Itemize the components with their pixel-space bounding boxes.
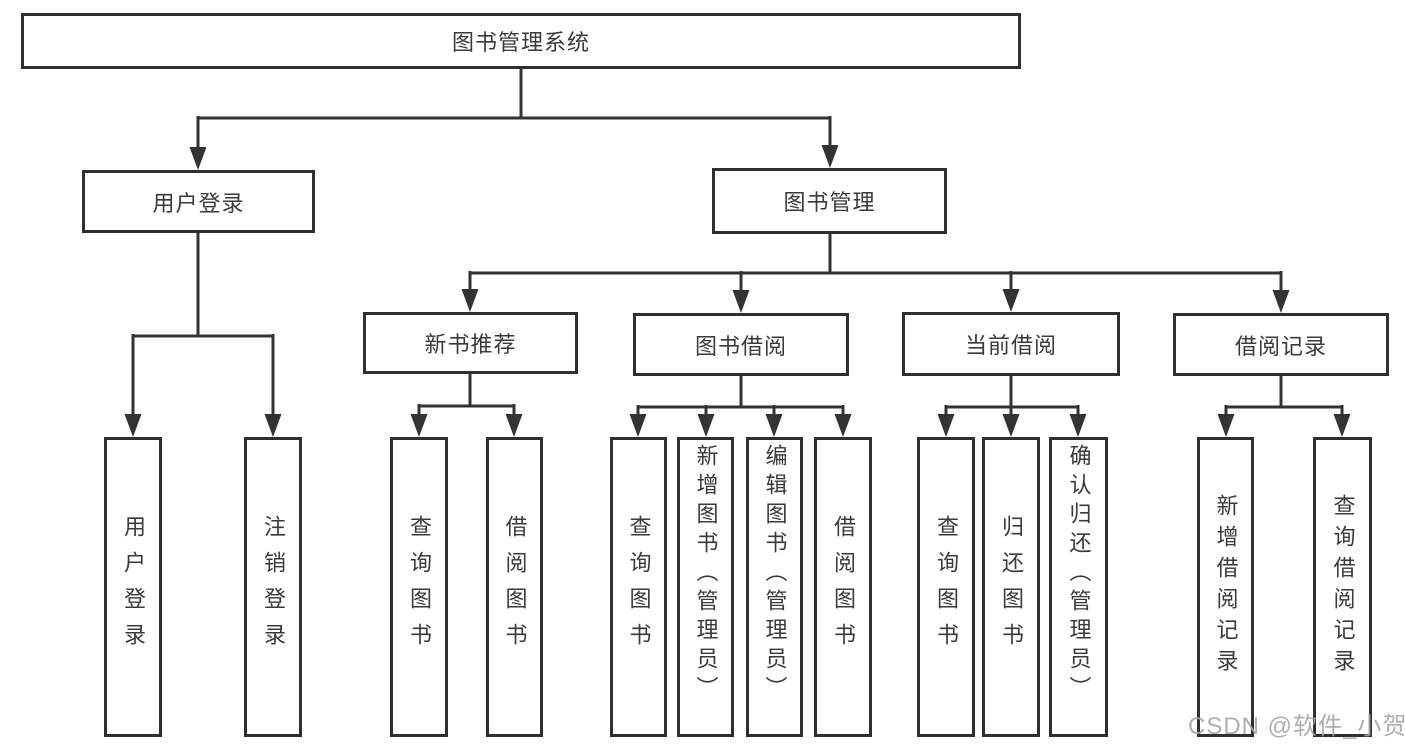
leaf-add-borrow-record: 新增借阅记录 — [1197, 437, 1254, 737]
node-borrowing-records: 借阅记录 — [1173, 313, 1389, 376]
leaf-query-borrow-record: 查询借阅记录 — [1313, 437, 1372, 737]
arrowhead-icons — [124, 145, 1351, 437]
node-new-book-recommend-label: 新书推荐 — [424, 332, 517, 357]
node-book-management-label: 图书管理 — [783, 190, 876, 215]
leaf-query-books-recommend: 查询图书 — [390, 437, 448, 737]
node-user-login-label: 用户登录 — [152, 190, 245, 216]
leaf-add-books-admin-label: 新增图书（管理员） — [693, 444, 719, 705]
leaf-edit-books-admin-label: 编辑图书（管理员） — [762, 444, 788, 705]
leaf-confirm-return-admin: 确认归还（管理员） — [1049, 437, 1108, 737]
leaf-query-books-borrow: 查询图书 — [610, 437, 667, 737]
csdn-watermark: CSDN @软件_小贺同学 — [1188, 713, 1405, 740]
leaf-borrow-books-recommend: 借阅图书 — [486, 437, 543, 737]
leaf-add-books-admin: 新增图书（管理员） — [677, 437, 734, 737]
leaf-add-borrow-record-label: 新增借阅记录 — [1213, 494, 1239, 680]
leaf-return-books: 归还图书 — [982, 437, 1040, 737]
leaf-query-books-recommend-label: 查询图书 — [407, 515, 432, 659]
leaf-query-borrow-record-label: 查询借阅记录 — [1330, 494, 1356, 680]
node-book-borrowing-label: 图书借阅 — [694, 333, 787, 359]
leaf-logout: 注销登录 — [244, 437, 302, 737]
leaf-query-books-current-label: 查询图书 — [934, 515, 959, 659]
node-book-borrowing: 图书借阅 — [633, 313, 849, 376]
node-current-borrowing-label: 当前借阅 — [964, 333, 1057, 358]
leaf-query-books-borrow-label: 查询图书 — [626, 515, 652, 659]
leaf-return-books-label: 归还图书 — [999, 515, 1024, 659]
leaf-borrow-books-label: 借阅图书 — [831, 515, 856, 659]
leaf-edit-books-admin: 编辑图书（管理员） — [746, 437, 803, 737]
node-new-book-recommend: 新书推荐 — [363, 312, 578, 374]
node-current-borrowing: 当前借阅 — [902, 312, 1120, 376]
leaf-logout-label: 注销登录 — [261, 515, 286, 659]
root-node-library-system: 图书管理系统 — [21, 13, 1021, 69]
root-node-label: 图书管理系统 — [451, 30, 590, 55]
node-user-login: 用户登录 — [82, 170, 315, 233]
leaf-user-login: 用户登录 — [104, 437, 162, 737]
node-book-management: 图书管理 — [712, 168, 947, 234]
leaf-confirm-return-admin-label: 确认归还（管理员） — [1066, 444, 1092, 705]
leaf-user-login-label: 用户登录 — [121, 515, 146, 659]
node-borrowing-records-label: 借阅记录 — [1234, 333, 1327, 359]
leaf-query-books-current: 查询图书 — [917, 437, 975, 737]
leaf-borrow-books-recommend-label: 借阅图书 — [502, 515, 528, 659]
leaf-borrow-books: 借阅图书 — [814, 437, 872, 737]
